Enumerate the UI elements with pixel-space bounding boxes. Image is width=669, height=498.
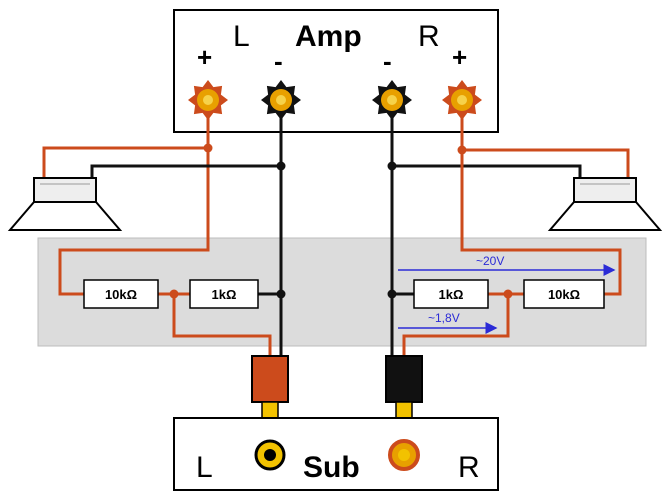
voltage-divided-label: ~1,8V: [428, 311, 460, 325]
amp-terminal-plus-right-icon: [442, 80, 482, 120]
sub-title: Sub: [303, 451, 360, 484]
terminal-minus-left-label: -: [274, 46, 283, 76]
resistor-left-inner: [189, 279, 259, 309]
resistor-right-outer: [523, 279, 605, 309]
sub-left-label: L: [196, 451, 213, 484]
resistor-right-inner: [413, 279, 489, 309]
amp-left-label: L: [233, 20, 250, 53]
junction-dots: [169, 143, 513, 299]
amp-terminal-minus-left-icon: [261, 80, 301, 120]
amp-terminal-minus-right-icon: [372, 80, 412, 120]
amp-title: Amp: [295, 20, 362, 53]
left-speaker-icon: [7, 177, 123, 231]
right-speaker-icon: [547, 177, 663, 231]
terminal-plus-right-label: +: [452, 42, 467, 72]
resistor-right-outer-label: 10kΩ: [548, 287, 580, 302]
terminal-plus-left-label: +: [197, 42, 212, 72]
resistor-left-outer: [83, 279, 159, 309]
terminal-minus-right-label: -: [383, 46, 392, 76]
resistor-right-inner-label: 1kΩ: [439, 287, 464, 302]
resistor-left-inner-label: 1kΩ: [212, 287, 237, 302]
sub-right-label: R: [458, 451, 480, 484]
voltage-full-label: ~20V: [476, 254, 504, 268]
amp-right-label: R: [418, 20, 440, 53]
amp-terminal-plus-left-icon: [188, 80, 228, 120]
sub-input-left-icon: [254, 439, 286, 471]
amp-box: [173, 9, 499, 133]
sub-input-right-icon: [388, 439, 420, 471]
resistor-left-outer-label: 10kΩ: [105, 287, 137, 302]
sub-box: [173, 417, 499, 491]
